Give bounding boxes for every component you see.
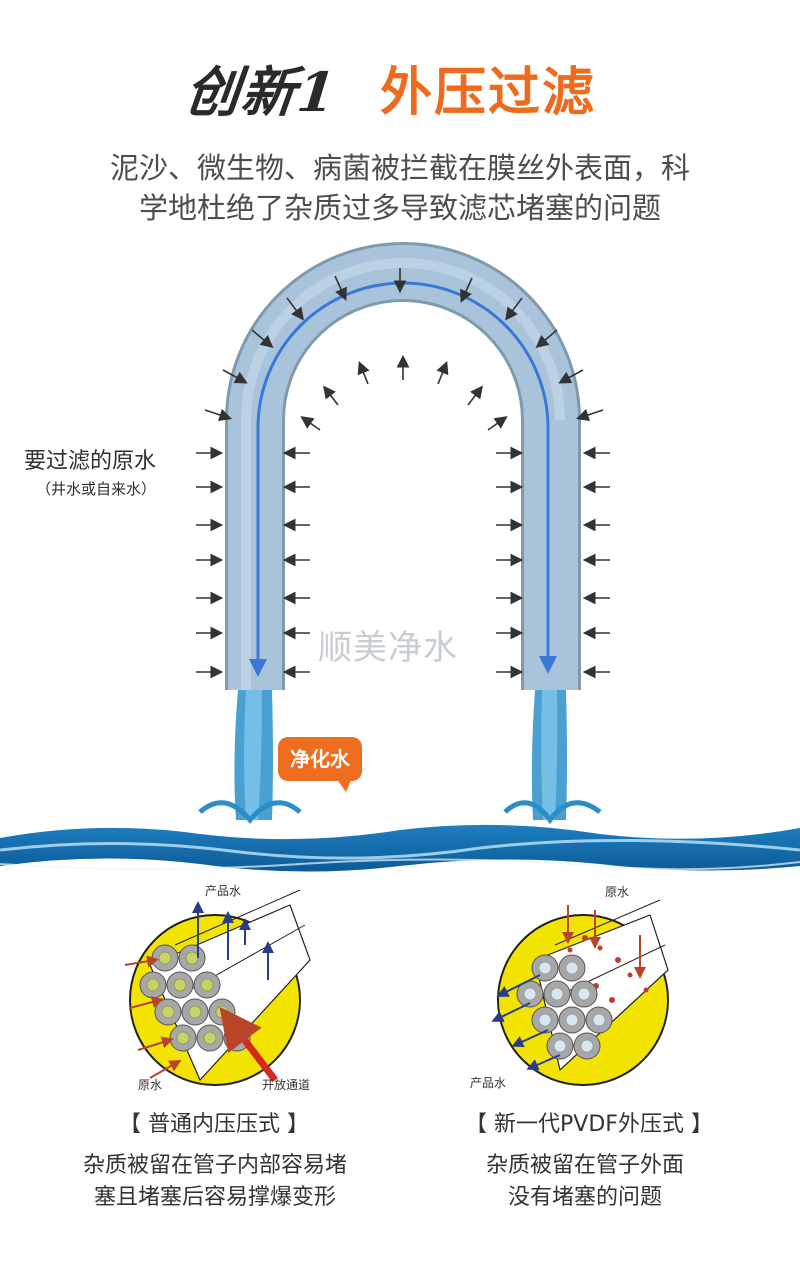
outer-pressure-arrows [196,268,610,679]
subtitle-line-1: 泥沙、微生物、病菌被拦截在膜丝外表面，科 [109,151,690,185]
watermark: 顺美净水 [318,628,458,668]
subtitle-line-2: 学地杜绝了杂质过多导致滤芯堵塞的问题 [138,191,661,225]
left-desc-line-2: 塞且堵塞后容易撑爆变形 [93,1185,336,1210]
left-desc-line-1: 杂质被留在管子内部容易堵 [82,1153,347,1178]
badge-tail [336,778,352,792]
title-calligraphy: 创新1 [182,60,341,124]
right-membrane-circle [491,899,669,1086]
left-top-caption: 产品水 [205,884,242,898]
left-heading: 【 普通内压压式 】 [119,1112,309,1137]
right-top-caption: 原水 [605,885,630,899]
right-bottom-caption: 产品水 [470,1076,507,1090]
left-bottom-right-caption: 开放通道 [262,1078,311,1092]
raw-water-sublabel: （井水或自来水） [36,480,157,498]
water-surface [0,824,800,872]
raw-water-label: 要过滤的原水 [24,449,157,474]
u-tube [225,242,581,690]
subtitle: 泥沙、微生物、病菌被拦截在膜丝外表面，科 学地杜绝了杂质过多导致滤芯堵塞的问题 [0,148,800,228]
purified-water-badge: 净化水 [278,737,362,781]
left-description: 杂质被留在管子内部容易堵 塞且堵塞后容易撑爆变形 [70,1150,360,1214]
right-desc-line-2: 没有堵塞的问题 [507,1185,662,1210]
left-bottom-left-caption: 原水 [138,1078,163,1092]
right-description: 杂质被留在管子外面 没有堵塞的问题 [440,1150,730,1214]
inner-pressure-arrows [282,354,524,679]
page-title: 外压过滤 [380,63,597,123]
right-desc-line-1: 杂质被留在管子外面 [485,1153,684,1178]
left-membrane-circle [124,889,311,1086]
water-streams [198,690,602,825]
right-heading: 【 新一代PVDF外压式 】 [465,1112,713,1137]
